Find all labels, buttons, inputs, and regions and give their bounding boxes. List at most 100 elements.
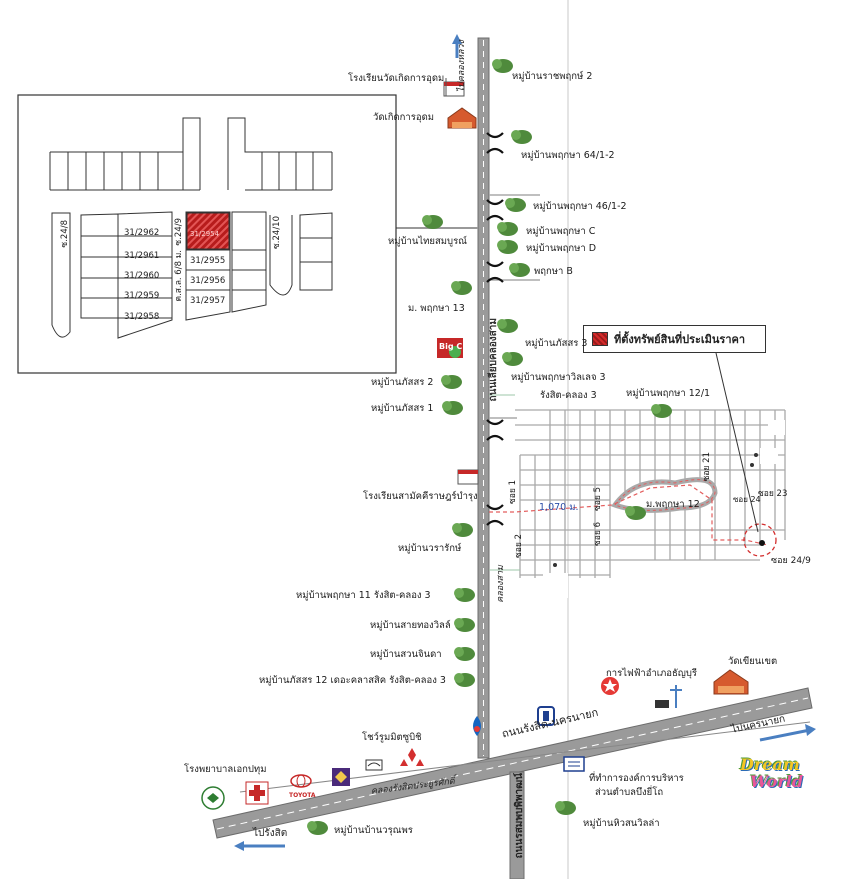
village-icon	[307, 821, 328, 835]
label-village: หมู่บ้านภัสสร 2	[371, 377, 434, 388]
label-village: หมู่บ้านภัสสร 3	[525, 338, 588, 349]
village-icon	[442, 401, 463, 415]
label-school-samakkhi: โรงเรียนสามัคคีราษฎร์บำรุง	[363, 491, 478, 502]
label-sao-2: ส่วนตำบลบึงยี่โถ	[595, 787, 664, 798]
dream-world-logo: Dream World	[740, 756, 810, 806]
north-arrow-icon	[452, 34, 462, 58]
label-village: หมู่บ้านบ้านวรุณพร	[334, 825, 413, 836]
label-village: หมู่บ้านพฤกษา D	[526, 243, 597, 254]
village-icon	[555, 801, 576, 815]
label-toyota: TOYOTA	[289, 792, 316, 799]
main-vertical-road	[477, 37, 490, 759]
inset-lot: 31/2957	[190, 296, 226, 306]
east-arrow-icon	[759, 724, 816, 742]
legend: ที่ตั้งทรัพย์สินที่ประเมินราคา	[583, 325, 766, 353]
label-village: หมู่บ้านพฤกษา 11 รังสิต-คลอง 3	[296, 590, 431, 601]
inset-label-soi: ซ.24/10	[272, 216, 282, 249]
inset-lot: 31/2955	[190, 256, 226, 266]
legend-swatch	[592, 332, 608, 346]
mitsubishi-logo-icon	[400, 748, 424, 766]
label-soi: ซอย 5	[593, 487, 603, 511]
label-sao: ที่ทำการองค์การบริหาร	[589, 773, 684, 784]
label-village: หมู่บ้านพฤกษาวิลเลจ 3	[511, 372, 606, 383]
caltex-star-icon	[601, 677, 619, 695]
label-soi: ซอย 21	[702, 452, 712, 482]
village-icon	[509, 263, 530, 277]
intersection-icon	[486, 132, 504, 526]
school-icon	[457, 469, 479, 485]
dream-world-text-1: Dream	[740, 755, 800, 774]
label-soi: ซอย 6	[593, 522, 603, 546]
village-icon	[497, 240, 518, 254]
label-area: รังสิต-คลอง 3	[540, 390, 597, 401]
label-big-c: Big C	[439, 342, 463, 351]
village-icon	[502, 352, 523, 366]
village-icon	[497, 222, 518, 236]
diagonal-main-road	[212, 687, 813, 839]
property-circle	[743, 523, 777, 557]
temple-icon	[447, 107, 477, 129]
inset-label-soi: ซ.24/9	[174, 218, 184, 246]
dream-world-text-2: World	[750, 772, 804, 791]
inset-label-soi: ซ.24/8	[60, 220, 70, 248]
label-to-west: ไปรังสิต	[253, 828, 288, 839]
ptt-station-icon	[537, 706, 555, 726]
label-canal: คลองสาม	[496, 565, 506, 603]
label-pea: การไฟฟ้าอำเภอธัญบุรี	[606, 668, 698, 679]
power-office-icon	[655, 685, 682, 708]
village-icon	[452, 523, 473, 537]
label-village: หมู่บ้านราชพฤกษ์ 2	[512, 71, 593, 82]
label-village: ม. พฤกษา 13	[408, 303, 465, 314]
village-icon	[492, 59, 513, 73]
inset-lot: 31/2956	[190, 276, 226, 286]
village-icon	[454, 588, 475, 602]
bank-logo-icon	[365, 759, 383, 771]
village-icon	[454, 673, 475, 687]
inset-lot: 31/2958	[124, 312, 160, 322]
village-icons	[307, 59, 672, 835]
inset-lot: 31/2962	[124, 228, 160, 238]
legend-label: ที่ตั้งทรัพย์สินที่ประเมินราคา	[614, 333, 746, 346]
village-icon	[454, 647, 475, 661]
label-soi: ซอย 1	[508, 480, 518, 504]
label-wat: วัดเกิดการอุดม	[373, 112, 434, 123]
inset-label-road: ค.ส.ล. 6/8 ม.	[174, 250, 184, 302]
label-village: หมู่บ้านภัสสร 12 เดอะคลาสสิค รังสิต-คลอง…	[259, 675, 446, 686]
village-icon	[451, 281, 472, 295]
village-icon	[625, 506, 646, 520]
label-distance: 1,070 ม.	[539, 502, 579, 513]
inset-lot: 31/2960	[124, 271, 160, 281]
label-mitsubishi: โชว์รูมมิตซูบิชิ	[362, 732, 422, 743]
label-village: หมู่บ้านภัสสร 1	[371, 403, 434, 414]
inset-lot: 31/2959	[124, 291, 160, 301]
petrol-station-icon	[473, 716, 481, 736]
village-icon	[511, 130, 532, 144]
village-icon	[651, 404, 672, 418]
label-soi: ซอย 24	[733, 495, 761, 504]
label-soi-property: ซอย 24/9	[771, 556, 811, 566]
scb-logo-icon	[332, 768, 350, 786]
subject-lot	[186, 212, 230, 250]
label-village: ม.พฤกษา 12	[646, 499, 700, 510]
school-icon	[443, 78, 465, 97]
label-hospital: โรงพยาบาลเอกปทุม	[184, 764, 267, 775]
inset-lot: 31/2961	[124, 251, 160, 261]
label-village: หมู่บ้านพฤกษา 46/1-2	[533, 201, 627, 212]
label-village: หมู่บ้านพฤกษา C	[526, 226, 596, 237]
label-soi: ซอย 2	[514, 534, 524, 558]
label-village: หมู่บ้านสวนจินดา	[370, 649, 442, 660]
label-school-wat: โรงเรียนวัดเกิดการอุดม	[348, 73, 445, 84]
village-icon	[497, 319, 518, 333]
sao-office-icon	[563, 756, 585, 772]
label-main-vertical-road: ถนนเลียบคลองสาม	[488, 318, 499, 402]
hospital-logo-icon	[201, 786, 225, 810]
label-wat-khian: วัดเขียนเขต	[728, 656, 778, 667]
label-village: พฤกษา B	[534, 266, 573, 277]
west-arrow-icon	[234, 841, 285, 851]
hospital-cross-icon	[245, 781, 269, 805]
label-village: หมู่บ้านไทยสมบูรณ์	[388, 236, 467, 247]
label-village: หมู่บ้านหิวสนวิลล่า	[583, 818, 660, 829]
inset-plan	[17, 94, 397, 374]
village-icon	[505, 198, 526, 212]
big-c-logo-icon	[437, 338, 463, 358]
